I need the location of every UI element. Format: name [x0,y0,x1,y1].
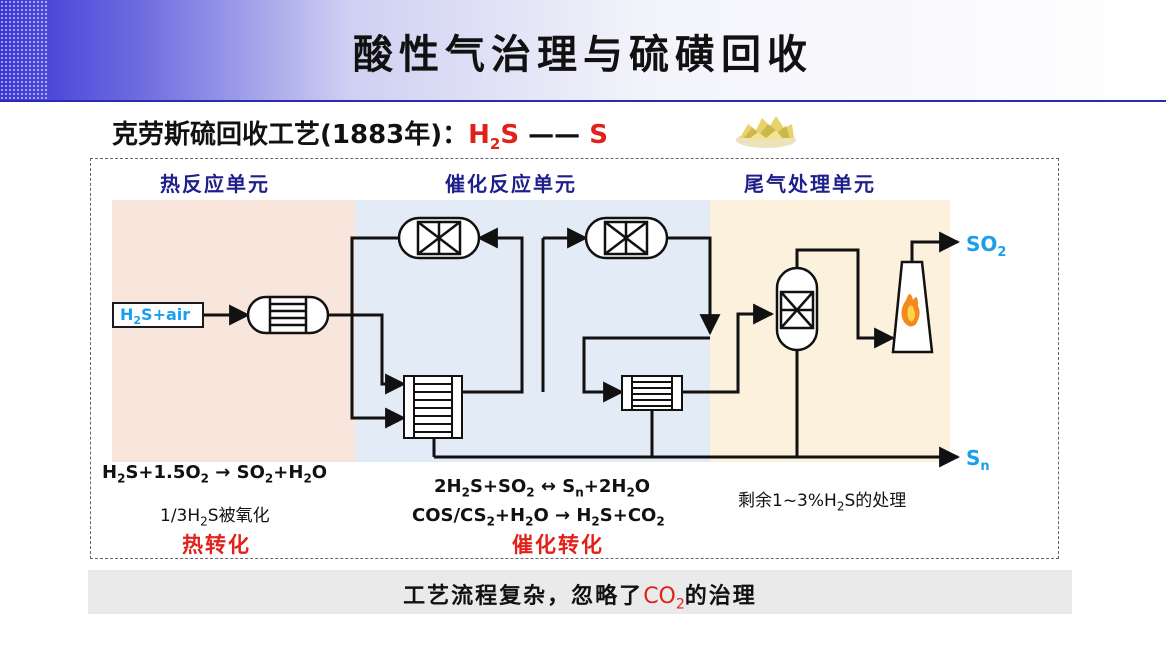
tail-gas-note: 剩余1~3%H2S的处理 [738,491,907,514]
conclusion-bar [88,570,1072,614]
catalytic-conversion-label: 催化转化 [512,532,604,557]
catalytic-reactor-2 [584,216,669,260]
reactor2-outlet-line [667,236,721,336]
thermal-note: 1/3H2S被氧化 [160,506,270,529]
process-subtitle: 克劳斯硫回收工艺(1883年)：H2S —— S [112,114,608,153]
thermal-unit-title: 热反应单元 [160,172,270,196]
tail-unit-title: 尾气处理单元 [744,172,876,196]
thermal-equation: H2S+1.5O2 → SO2+H2O [102,462,328,486]
bypass-line-1 [350,236,399,315]
furnace-outlet-line [328,313,407,395]
catalytic-equation-2: COS/CS2+H2O → H2S+CO2 [412,505,665,529]
header-bar [0,0,1166,100]
subtitle-prefix: 克劳斯硫回收工艺(1883年)： [112,120,469,150]
page-title: 酸性气治理与硫磺回收 [353,31,813,78]
catalytic-unit-title: 催化反应单元 [445,172,577,196]
tail-gas-reactor [775,266,819,352]
sulfur-image [736,116,796,148]
thermal-conversion-label: 热转化 [182,532,251,557]
catalytic-reactor-1 [397,216,481,260]
incinerator-stack [891,260,934,354]
subtitle-reactant: H2S [468,120,520,154]
subtitle-product: S [589,120,608,150]
conclusion-text: 工艺流程复杂，忽略了CO2的治理 [403,583,757,613]
so2-outlet-line [910,231,961,262]
condenser-2 [621,375,683,411]
bypass-line-2 [350,315,407,429]
condenser1-to-reactor1 [462,227,524,394]
co2-highlight: CO2 [643,584,685,613]
process-frame [90,158,1059,559]
feed-gas-label: H2S+air [112,302,204,328]
catalytic-equation-1: 2H2S+SO2 ↔ Sn+2H2O [434,476,651,500]
so2-output-label: SO2 [966,232,1007,260]
tail-gas-line [682,303,775,394]
sulfur-output-label: Sn [966,446,990,474]
condenser2-feed-line [582,336,710,403]
subtitle-dash: —— [519,120,590,150]
stack-feed-line [795,248,896,349]
reaction-furnace [246,295,330,335]
condenser-1 [403,375,463,439]
header-divider [0,100,1166,102]
